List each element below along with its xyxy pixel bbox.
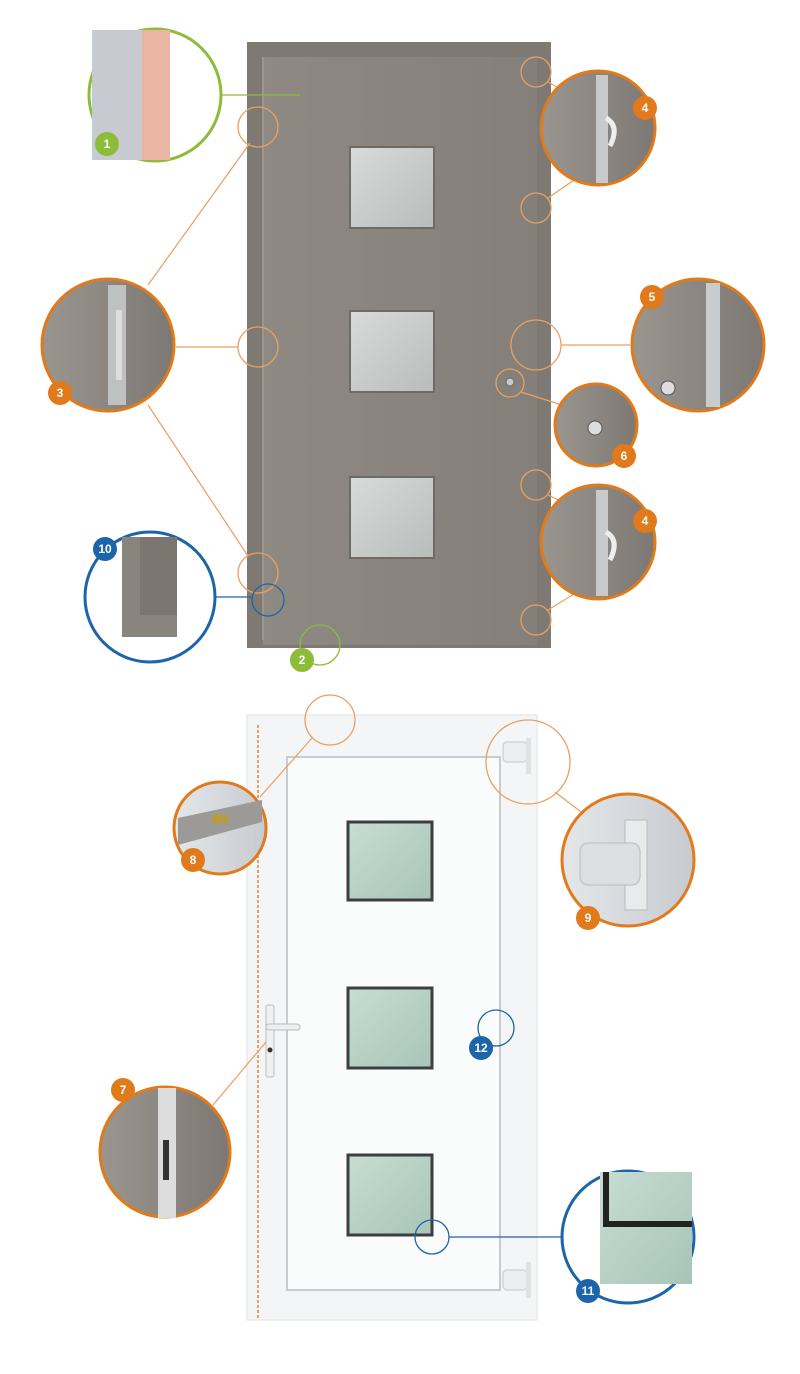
svg-text:10: 10 (98, 542, 112, 556)
detail-4-bottom-lock-hook (539, 483, 657, 601)
badge-4-top: 4 (633, 96, 657, 120)
badge-4-bottom: 4 (633, 509, 657, 533)
glass-pane-bottom (346, 1153, 434, 1237)
badge-2: 2 (290, 648, 314, 672)
svg-text:4: 4 (642, 514, 649, 528)
svg-text:4: 4 (642, 101, 649, 115)
svg-text:11: 11 (582, 1284, 595, 1298)
badge-7: 7 (111, 1078, 135, 1102)
badge-8: 8 (181, 848, 205, 872)
glass-pane-top (349, 146, 435, 229)
svg-text:5: 5 (649, 290, 656, 304)
badge-6: 6 (612, 444, 636, 468)
hinge-bottom (502, 1262, 531, 1298)
badge-10: 10 (93, 537, 117, 561)
svg-text:12: 12 (474, 1041, 488, 1055)
detail-5-lock-strike (630, 277, 766, 413)
detail-6-lock-cylinder (553, 382, 639, 468)
badge-12: 12 (469, 1036, 493, 1060)
badge-1: 1 (95, 132, 119, 156)
detail-11-double-glazing (560, 1169, 696, 1305)
svg-text:8: 8 (190, 853, 197, 867)
detail-4-top-lock-hook (539, 69, 657, 187)
badge-9: 9 (576, 906, 600, 930)
glass-pane-top (346, 820, 434, 902)
glass-pane-middle (346, 986, 434, 1070)
svg-text:2: 2 (299, 653, 306, 667)
detail-10-threshold (83, 530, 217, 664)
svg-text:3: 3 (57, 386, 64, 400)
badge-11: 11 (576, 1279, 600, 1303)
detail-3-hinge (40, 277, 176, 413)
glass-pane-middle (349, 310, 435, 393)
marker-circles (237, 56, 571, 1255)
detail-9-hinge-white (560, 792, 696, 928)
hinge-top (502, 738, 531, 774)
svg-text:1: 1 (104, 137, 111, 151)
svg-text:6: 6 (621, 449, 628, 463)
svg-text:9: 9 (585, 911, 592, 925)
svg-text:7: 7 (120, 1083, 127, 1097)
white-pvc-door (246, 714, 538, 1321)
badge-5: 5 (640, 285, 664, 309)
glass-pane-bottom (349, 476, 435, 559)
grey-aluminium-door (247, 42, 551, 648)
badge-3: 3 (48, 381, 72, 405)
lock-cylinder (505, 377, 515, 387)
door-handle[interactable] (265, 1004, 301, 1078)
detail-7-multipoint-lock (98, 1085, 232, 1219)
